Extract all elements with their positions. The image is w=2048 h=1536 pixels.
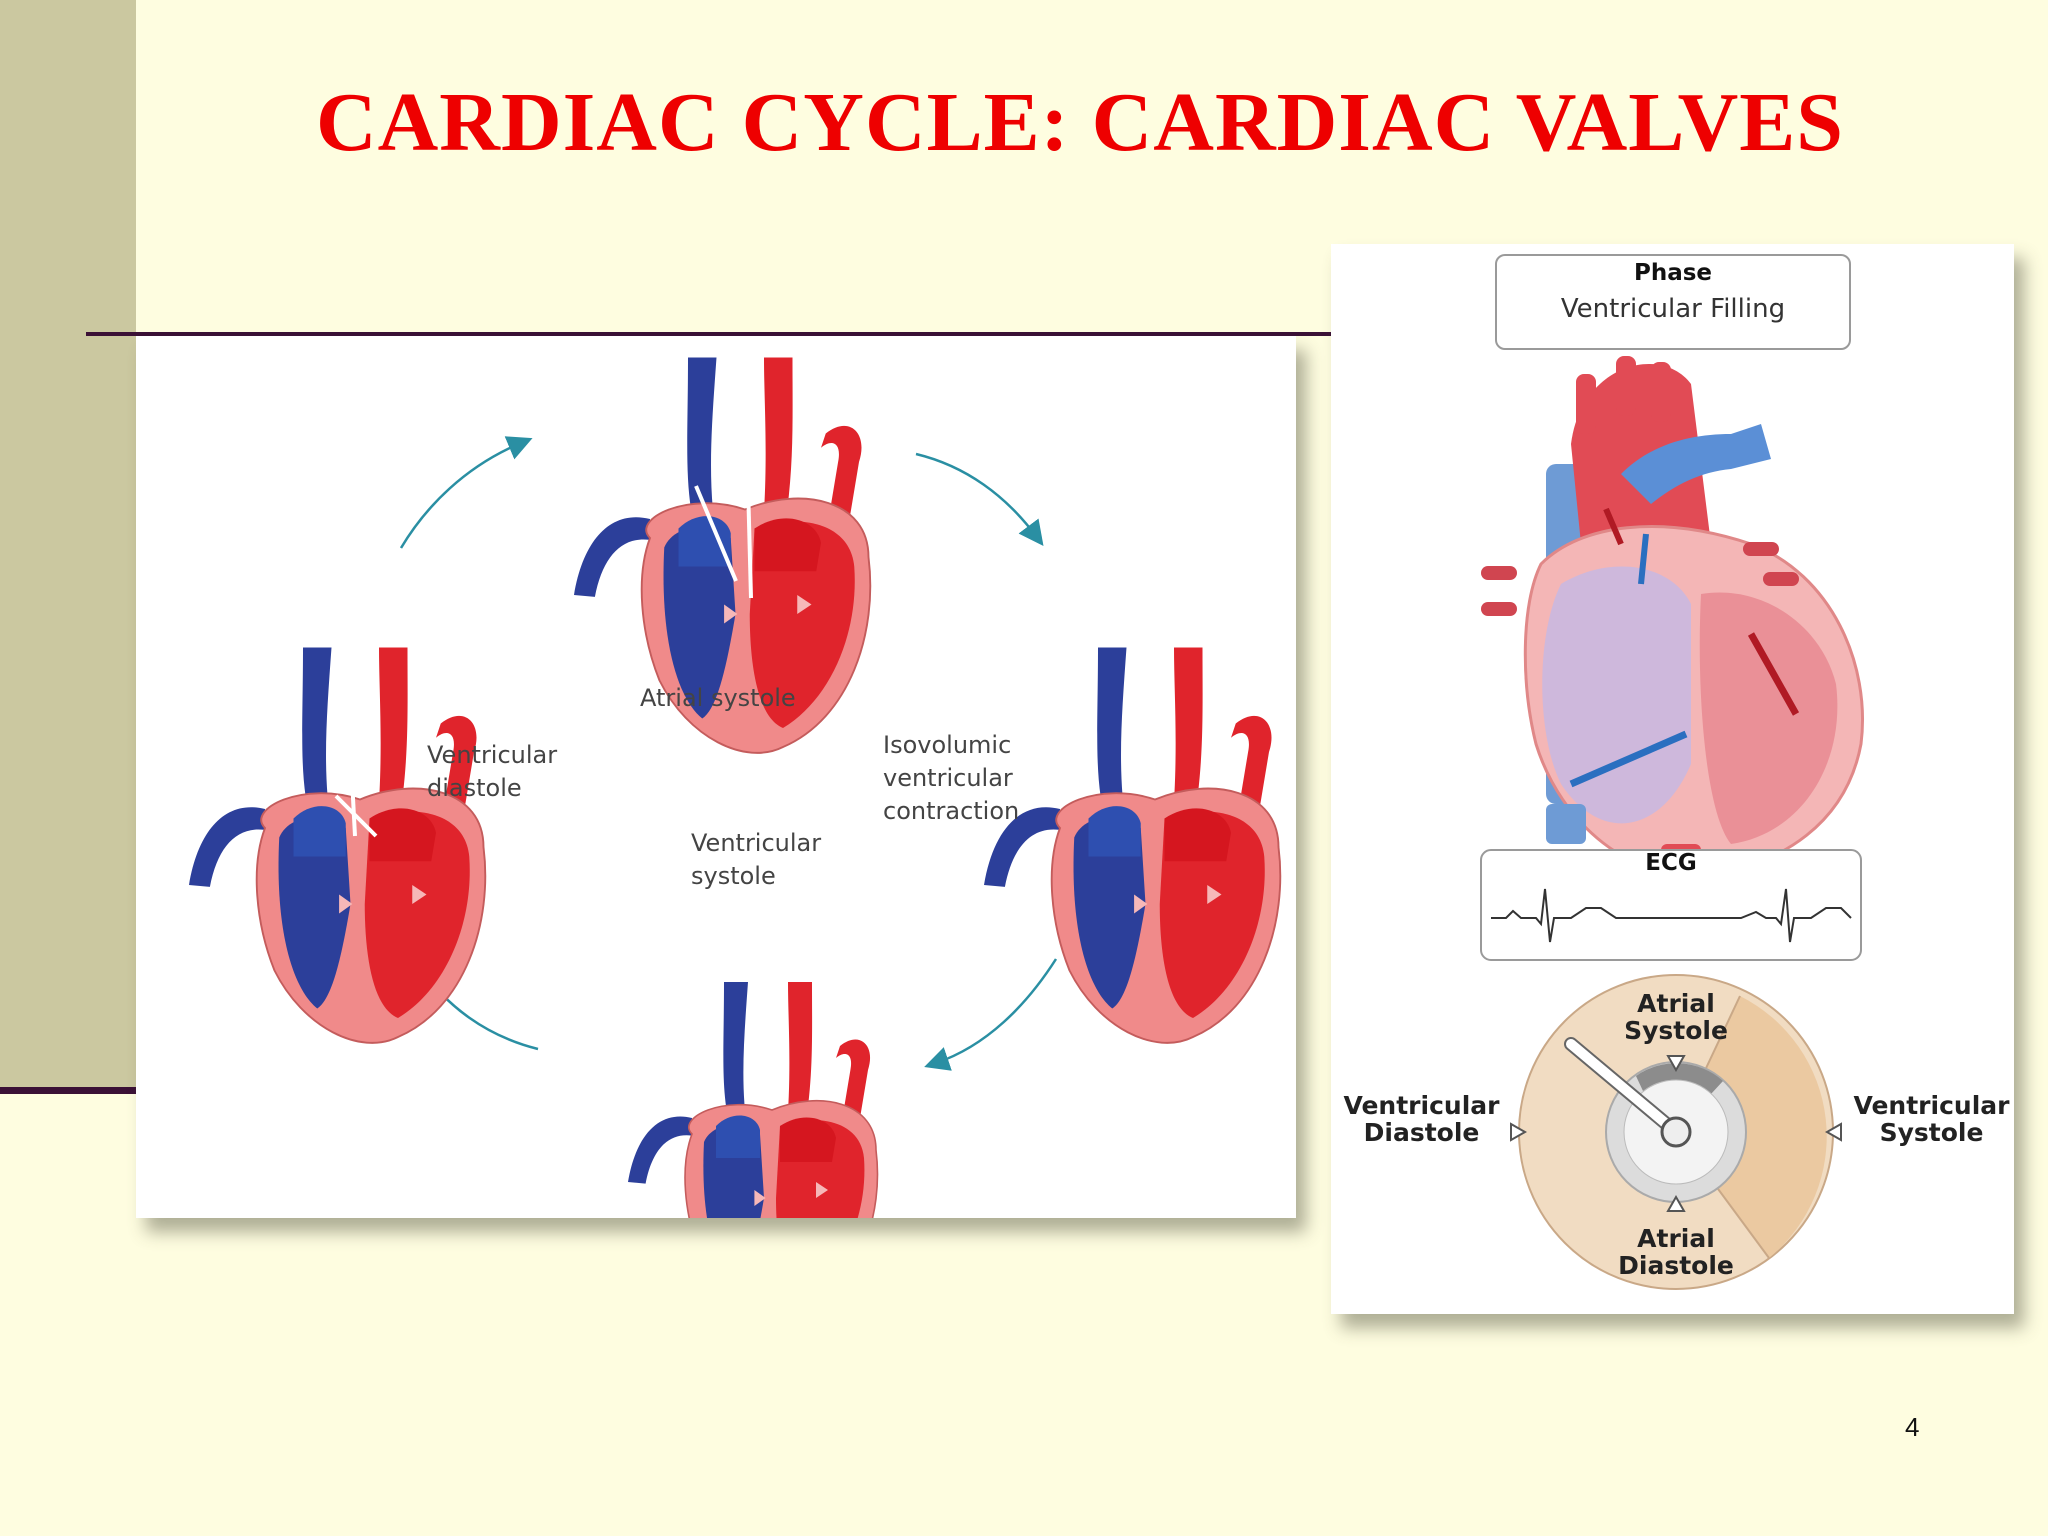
heart-filling-illustration [1480, 356, 1864, 1290]
heart-ventricular-diastole [188, 646, 487, 1044]
cycle-arrow-1 [399, 436, 533, 549]
dial-label-ventricular-diastole: Ventricular Diastole [1343, 1091, 1500, 1147]
cycle-arrow-2 [915, 452, 1044, 546]
title-divider-line [86, 332, 1336, 336]
flow-arrow-icon [1603, 507, 1624, 546]
phase-value: Ventricular Filling [1560, 294, 1786, 324]
dial-label-atrial-systole: Atrial Systole [1624, 989, 1728, 1045]
flow-arrow-icon [694, 485, 738, 582]
left-sidebar-band [0, 0, 136, 1090]
dial-label-ventricular-systole: Ventricular Systole [1853, 1091, 2010, 1147]
cardiac-phase-dial [1510, 974, 1842, 1290]
slide-title: CARDIAC CYCLE: CARDIAC VALVES [315, 76, 1845, 169]
flow-arrow-icon [1638, 533, 1649, 585]
phase-box: Phase Ventricular Filling [1495, 254, 1851, 350]
heart-ventricular-systole [627, 981, 879, 1218]
flow-arrow-icon [1747, 632, 1800, 716]
label-isovolumic-contraction: Isovolumic ventricular contraction [883, 731, 1020, 825]
phase-heading: Phase [1633, 260, 1713, 286]
dial-label-atrial-diastole: Atrial Diastole [1618, 1224, 1734, 1280]
cycle-arrow-3 [924, 958, 1058, 1071]
phase-diagram-panel: Phase Ventricular Filling [1331, 244, 2014, 1314]
label-ventricular-diastole: Ventricular diastole [427, 741, 558, 802]
cardiac-cycle-diagram: Atrial systole Ventricular diastole Isov… [136, 336, 1296, 1218]
ecg-heading: ECG [1645, 850, 1697, 876]
flow-arrow-icon [746, 483, 753, 599]
flow-arrow-icon [348, 740, 357, 837]
ecg-trace [1491, 888, 1852, 943]
cardiac-cycle-illustration [188, 356, 1282, 1218]
label-atrial-systole: Atrial systole [640, 684, 796, 712]
flow-arrow-icon [1569, 730, 1688, 788]
sidebar-divider-line [0, 1087, 140, 1094]
heart-isovolumic-contraction [983, 646, 1282, 1044]
flow-arrow-icon [334, 794, 378, 838]
page-number: 4 [1905, 1412, 1920, 1442]
label-ventricular-systole: Ventricular systole [691, 829, 822, 890]
